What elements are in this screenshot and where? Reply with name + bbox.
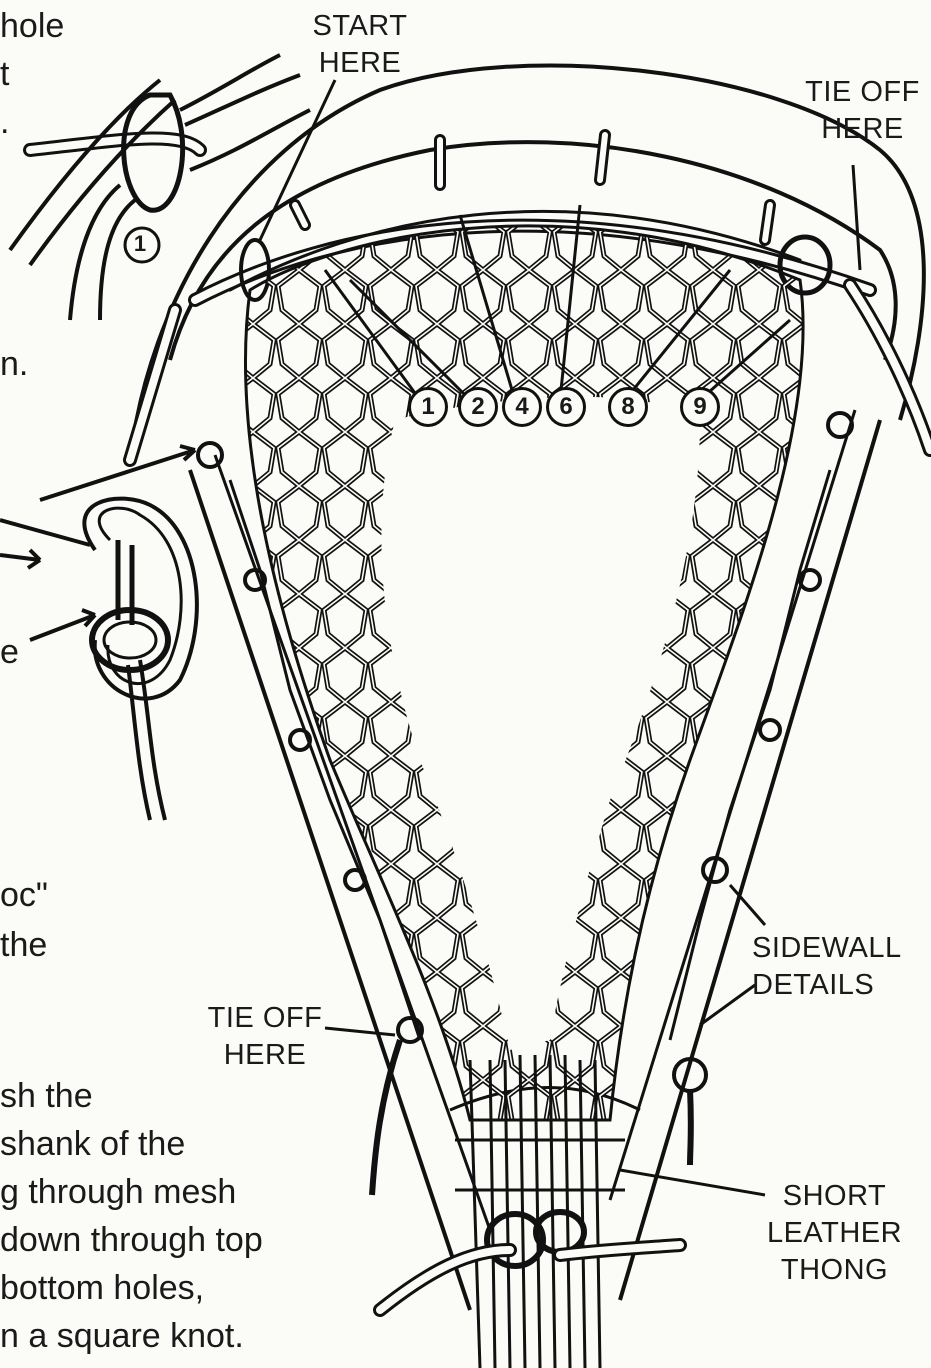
inset-step-number: 1 [125, 228, 155, 258]
step-number-6: 6 [546, 387, 586, 427]
label-tie-off-top: TIE OFF HERE [795, 74, 930, 148]
label-start-here: START HERE [300, 8, 420, 82]
text-fragment-middle: n. [0, 340, 28, 388]
instruction-line: bottom holes, [0, 1264, 263, 1312]
text-fragment-oc: oc" the [0, 870, 48, 970]
text-fragment-e: e [0, 628, 19, 676]
label-short-leather-thong: SHORT LEATHER THONG [757, 1178, 912, 1289]
instruction-line: sh the [0, 1072, 263, 1120]
instruction-text: sh the shank of the g through mesh down … [0, 1072, 263, 1360]
text-fragment-top: hole t . [0, 2, 64, 146]
instruction-line: down through top [0, 1216, 263, 1264]
label-tie-off-bottom: TIE OFF HERE [195, 1000, 335, 1074]
step-number-1: 1 [408, 387, 448, 427]
instruction-line: g through mesh [0, 1168, 263, 1216]
step-number-8: 8 [608, 387, 648, 427]
label-sidewall-details: SIDEWALL DETAILS [752, 930, 927, 1004]
step-number-4: 4 [502, 387, 542, 427]
inset-knot-detail [0, 446, 197, 820]
instruction-line: n a square knot. [0, 1312, 263, 1360]
step-number-9: 9 [680, 387, 720, 427]
square-knot [380, 1212, 680, 1310]
instruction-line: shank of the [0, 1120, 263, 1168]
step-number-2: 2 [458, 387, 498, 427]
